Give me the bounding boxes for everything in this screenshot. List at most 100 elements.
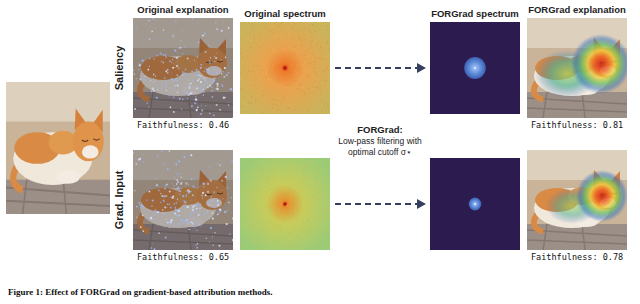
saliency-speck <box>209 204 210 205</box>
panel-picture <box>430 22 520 114</box>
saliency-speck <box>206 69 208 71</box>
spectrum-noise <box>306 71 307 72</box>
spectrum-noise <box>297 220 298 221</box>
spectrum-noise <box>297 73 298 74</box>
spectrum-noise <box>259 65 260 66</box>
spectrum-noise <box>303 35 304 36</box>
spectrum-noise <box>253 230 254 231</box>
saliency-speck <box>188 184 190 186</box>
spectrum-noise <box>324 79 325 80</box>
spectrum-noise <box>242 181 243 182</box>
saliency-speck <box>177 49 178 50</box>
saliency-speck <box>226 74 228 76</box>
spectrum-noise <box>281 163 282 164</box>
saliency-speck <box>170 220 171 221</box>
spectrum-noise <box>326 81 327 82</box>
spectrum-noise <box>273 100 274 101</box>
spectrum-noise <box>318 198 319 199</box>
spectrum-noise <box>286 194 287 195</box>
spectrum-noise <box>263 212 264 213</box>
saliency-speck <box>160 202 161 203</box>
spectrum-noise <box>297 172 298 173</box>
spectrum-noise <box>259 47 260 48</box>
spectrum-noise <box>309 58 310 59</box>
saliency-speck <box>169 190 171 192</box>
spectrum-noise <box>275 187 276 188</box>
saliency-speck <box>214 232 216 234</box>
spectrum-noise <box>325 217 326 218</box>
saliency-speck <box>177 181 179 183</box>
spectrum-noise <box>317 225 318 226</box>
spectrum-noise <box>303 234 304 235</box>
spectrum-noise <box>263 99 264 100</box>
saliency-speck <box>152 200 153 201</box>
spectrum-noise <box>300 105 301 106</box>
spectrum-noise <box>254 38 255 39</box>
spectrum-noise <box>249 224 250 225</box>
spectrum-noise <box>251 47 252 48</box>
spectrum-noise <box>307 195 308 196</box>
spectrum-noise <box>326 229 327 230</box>
spectrum-noise <box>315 87 316 88</box>
cat-picture <box>6 82 110 214</box>
saliency-speck <box>157 89 158 90</box>
spectrum-noise <box>282 93 283 94</box>
spectrum-noise <box>262 73 263 74</box>
spectrum-noise <box>326 25 327 26</box>
spectrum-noise <box>325 58 326 59</box>
saliency-speck <box>167 204 168 205</box>
saliency-speck <box>167 72 169 74</box>
saliency-speck <box>198 86 200 88</box>
spectrum-noise <box>259 222 260 223</box>
saliency-speck <box>228 202 230 204</box>
spectrum-noise <box>249 27 250 28</box>
spectrum-noise <box>250 40 251 41</box>
spectrum-noise <box>244 29 245 30</box>
spectrum-noise <box>267 207 268 208</box>
spectrum-noise <box>269 223 270 224</box>
spectrum-noise <box>297 88 298 89</box>
spectrum-noise <box>319 172 320 173</box>
spectrum-noise <box>244 26 245 27</box>
saliency-speck <box>197 56 198 57</box>
spectrum-noise <box>306 74 307 75</box>
saliency-speck <box>209 85 211 87</box>
spectrum-noise <box>271 175 272 176</box>
saliency-speck <box>192 80 194 82</box>
spectrum-noise <box>284 27 285 28</box>
spectrum-noise <box>294 24 295 25</box>
spectrum-noise <box>311 217 312 218</box>
saliency-speck <box>170 107 172 109</box>
saliency-speck <box>219 209 221 211</box>
saliency-speck <box>201 109 203 111</box>
faithfulness-score: Faithfulness: 0.46 <box>137 120 229 130</box>
spectrum-noise <box>300 166 301 167</box>
spectrum-noise <box>244 29 245 30</box>
saliency-speck <box>214 61 215 62</box>
spectrum-noise <box>316 58 317 59</box>
spectrum-noise <box>245 33 246 34</box>
saliency-speck <box>212 212 214 214</box>
spectrum-noise <box>253 206 254 207</box>
spectrum-noise <box>293 160 294 161</box>
cat-picture <box>527 150 627 250</box>
saliency-speck <box>162 209 164 211</box>
saliency-speck <box>196 205 198 207</box>
spectrum-noise <box>292 111 293 112</box>
spectrum-noise <box>261 171 262 172</box>
spectrum-noise <box>298 237 299 238</box>
spectrum-noise <box>292 33 293 34</box>
spectrum-noise <box>256 79 257 80</box>
spectrum-noise <box>256 241 257 242</box>
spectrum-noise <box>305 174 306 175</box>
saliency-speck <box>149 65 150 66</box>
spectrum-noise <box>254 198 255 199</box>
spectrum-noise <box>322 66 323 67</box>
spectrum-noise <box>268 79 269 80</box>
spectrum-noise <box>281 102 282 103</box>
spectrum-noise <box>259 231 260 232</box>
spectrum-noise <box>262 211 263 212</box>
saliency-speck <box>210 196 212 198</box>
saliency-speck <box>210 227 212 229</box>
saliency-speck <box>202 88 204 90</box>
